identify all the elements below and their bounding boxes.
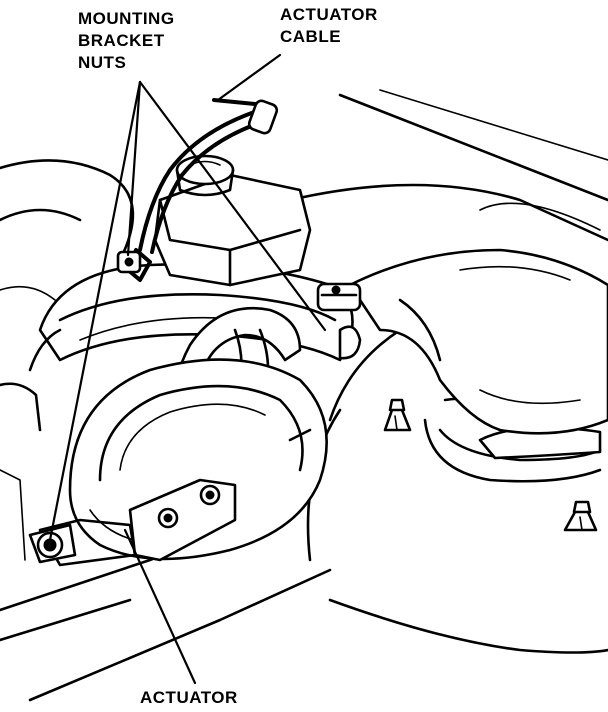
leader-lines: [48, 53, 327, 685]
label-actuator-cable-line2: CABLE: [280, 27, 341, 46]
label-mounting-bracket-nuts-line3: NUTS: [78, 53, 126, 72]
bracket-nut-right: [199, 484, 221, 506]
strut-bolt-left: [383, 398, 412, 432]
label-mounting-bracket-nuts-line2: BRACKET: [78, 31, 165, 50]
strut-bolt-right: [563, 500, 598, 532]
bracket-nut-left: [36, 531, 64, 559]
cable-connector: [316, 282, 362, 360]
label-actuator-cable-line1: ACTUATOR: [280, 5, 378, 24]
actuator-cable: [126, 98, 279, 282]
fluid-reservoir: [153, 154, 312, 287]
label-mounting-bracket-nuts-line1: MOUNTING: [78, 9, 175, 28]
bracket-nut-mid: [157, 507, 179, 529]
label-actuator: ACTUATOR: [140, 688, 238, 707]
air-intake-hose: [348, 248, 608, 435]
